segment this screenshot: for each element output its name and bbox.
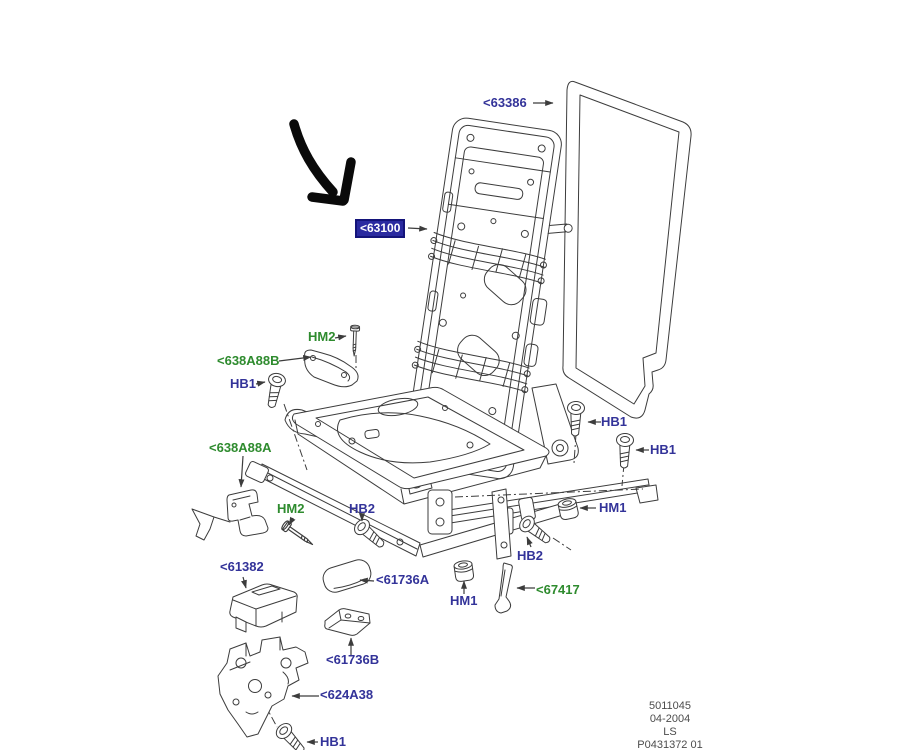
annotation-arrow xyxy=(289,119,356,206)
drawing-ref: P0431372 01 xyxy=(637,739,703,750)
bracket-638A88A-drawing xyxy=(226,489,269,537)
part-label-hb1-bottom[interactable]: HB1 xyxy=(320,734,347,749)
back-frame-drawing xyxy=(284,117,579,495)
part-label-hm2-lower[interactable]: HM2 xyxy=(277,501,305,516)
drawing-info-block: 5011045 04-2004 LS P0431372 01 xyxy=(620,700,720,750)
part-label-67417[interactable]: <67417 xyxy=(536,582,580,597)
drawing-code: LS xyxy=(663,726,677,738)
part-label-63386[interactable]: <63386 xyxy=(483,95,527,110)
back-panel-drawing xyxy=(562,80,692,419)
hm2-bolt-upper xyxy=(349,324,361,357)
part-label-hm1-right[interactable]: HM1 xyxy=(599,500,627,515)
part-label-61736B[interactable]: <61736B xyxy=(326,652,380,667)
stiffener-67417-drawing xyxy=(494,562,513,614)
hm1-bushing-right xyxy=(556,496,580,522)
hb1-screw-bottom xyxy=(272,719,310,750)
hm2-bolt-lower xyxy=(279,519,317,550)
pad-61736A-drawing xyxy=(322,559,372,593)
part-label-638A88B[interactable]: <638A88B xyxy=(217,353,280,368)
hb1-screw-far-right xyxy=(615,432,635,469)
hm1-bushing-bottom xyxy=(453,559,475,583)
bracket-638A88B-drawing xyxy=(304,349,359,388)
latch-61382-drawing xyxy=(229,583,298,633)
drawing-part-number: 5011045 xyxy=(648,700,691,712)
part-label-624A38[interactable]: <624A38 xyxy=(320,687,374,702)
part-label-hb1-mid-right[interactable]: HB1 xyxy=(601,414,628,429)
part-label-61382[interactable]: <61382 xyxy=(220,559,264,574)
part-label-hb2-right[interactable]: HB2 xyxy=(517,548,544,563)
leader-lines xyxy=(238,100,649,745)
channel-61736B-drawing xyxy=(324,608,371,636)
drawing-date: 04-2004 xyxy=(649,713,691,725)
part-label-63100-highlighted[interactable]: <63100 xyxy=(355,219,406,238)
part-label-hm2-upper[interactable]: HM2 xyxy=(308,329,336,344)
part-label-hm1-bottom[interactable]: HM1 xyxy=(450,593,478,608)
part-label-hb1-far-right[interactable]: HB1 xyxy=(650,442,677,457)
part-label-638A88A[interactable]: <638A88A xyxy=(209,440,272,455)
seat-base-drawing xyxy=(191,386,659,560)
part-label-61736A[interactable]: <61736A xyxy=(376,572,430,587)
hb1-screw-upper-left xyxy=(262,371,288,410)
bracket-624A38-drawing xyxy=(217,636,309,738)
part-label-hb1-upper-left[interactable]: HB1 xyxy=(230,376,257,391)
part-label-hb2-left[interactable]: HB2 xyxy=(349,501,376,516)
